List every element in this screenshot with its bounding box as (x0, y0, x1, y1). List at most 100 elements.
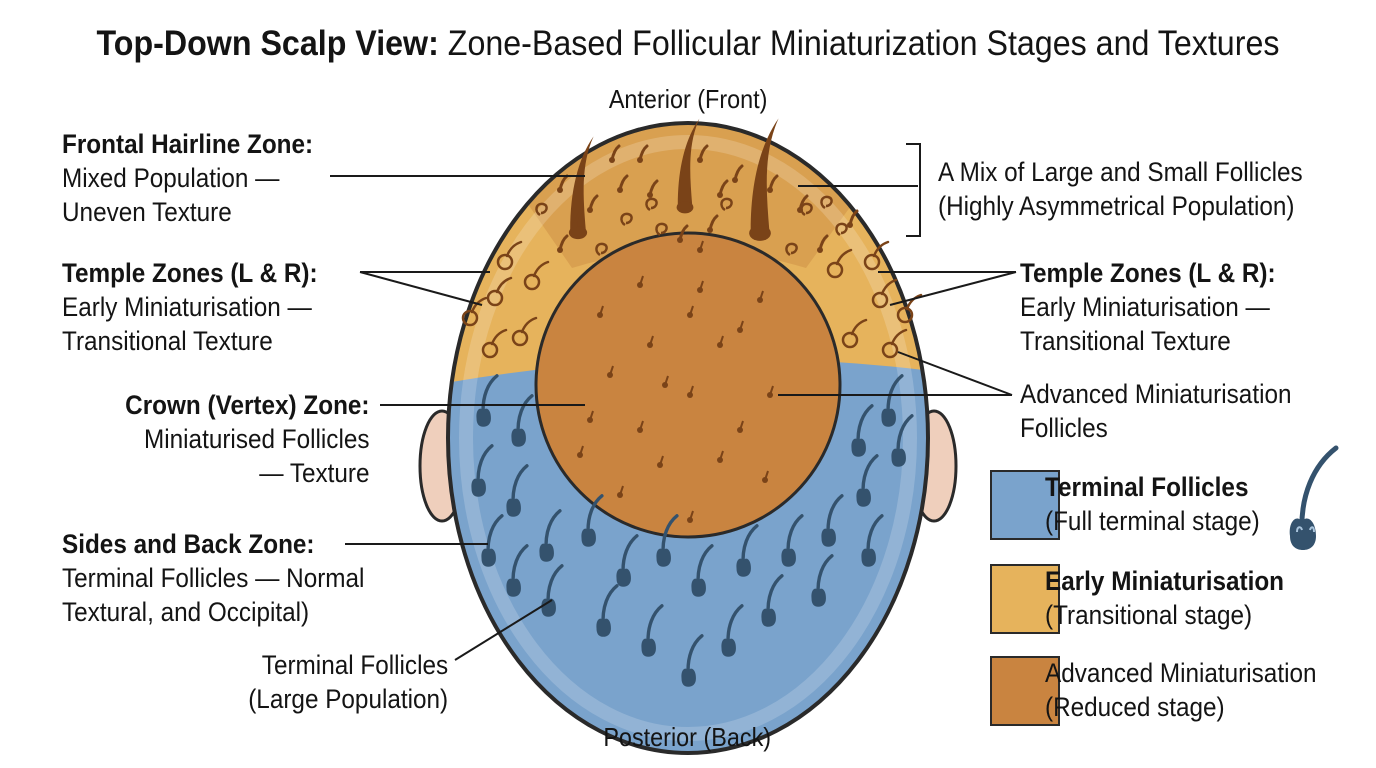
frontal-zone-label: Frontal Hairline Zone: Mixed Population … (62, 127, 313, 229)
terminal-follicles (471, 374, 914, 687)
terminal-follicle (781, 514, 804, 567)
legend-terminal-name: Terminal Follicles (1045, 472, 1249, 502)
legend-item-terminal: Terminal Follicles (Full terminal stage) (1045, 470, 1260, 538)
terminal-follicle (861, 514, 884, 567)
terminal-large-label: Terminal Follicles (Large Population) (248, 648, 448, 716)
terminal-large-leader (454, 599, 553, 661)
crown-zone-line1: Miniaturised Follicles (144, 424, 370, 454)
frontal-tiny-hair (557, 234, 569, 253)
advanced-follicle (717, 450, 724, 463)
terminal-large-line1: Terminal Follicles (261, 650, 448, 680)
frontal-tiny-hair (797, 194, 809, 213)
frontal-zone-line2: Uneven Texture (62, 197, 232, 227)
advanced-follicle (607, 365, 614, 378)
frontal-large-hair (749, 118, 779, 241)
legend-early-desc: (Transitional stage) (1045, 600, 1253, 630)
frontal-large-hair (568, 136, 594, 240)
terminal-follicle (616, 534, 639, 587)
terminal-follicle (811, 554, 834, 607)
terminal-follicle (656, 514, 679, 567)
anterior-label: Anterior (Front) (608, 84, 768, 114)
crown-zone-label: Crown (Vertex) Zone: Miniaturised Follic… (126, 388, 370, 490)
frontal-tiny-hair (647, 179, 659, 198)
terminal-follicle (881, 374, 904, 427)
temple-left-label: Temple Zones (L & R): Early Miniaturisat… (62, 256, 318, 358)
temple-left-leader-2 (359, 271, 483, 306)
terminal-follicle (511, 394, 534, 447)
sides-back-line2: Textural, and Occipital) (62, 597, 310, 627)
advanced-note-label: Advanced Miniaturisation Follicles (1020, 377, 1292, 445)
frontal-tiny-hair (697, 144, 709, 163)
terminal-follicle (506, 544, 529, 597)
crown-zone (534, 231, 842, 539)
frontal-tiny-hair (609, 144, 621, 163)
advanced-follicle (737, 420, 744, 433)
frontal-small-hair (535, 202, 548, 217)
legend-swatch-advanced (990, 656, 1060, 726)
frontal-tiny-hair (617, 174, 629, 193)
advanced-note-line2: Follicles (1020, 413, 1108, 443)
legend-early-name: Early Miniaturisation (1045, 566, 1285, 596)
terminal-follicle (736, 524, 759, 577)
advanced-follicle (697, 280, 704, 293)
diagram-title: Top-Down Scalp View: Zone-Based Follicul… (55, 24, 1321, 64)
terminal-follicle (471, 444, 494, 497)
terminal-follicle (891, 414, 914, 467)
terminal-follicle (761, 574, 784, 627)
crown-follicles (577, 240, 774, 523)
terminal-follicle (476, 374, 499, 427)
advanced-follicle (597, 305, 604, 318)
temple-right-heading: Temple Zones (L & R): (1020, 258, 1276, 288)
frontal-tiny-hair (847, 209, 859, 228)
frontal-small-hair (720, 197, 733, 212)
advanced-follicle (757, 290, 764, 303)
title-bold: Top-Down Scalp View: (96, 24, 439, 63)
frontal-small-hair (820, 195, 833, 210)
mix-note-label: A Mix of Large and Small Follicles (High… (938, 155, 1303, 223)
frontal-zone-line1: Mixed Population — (62, 163, 280, 193)
terminal-follicle (581, 494, 604, 547)
temple-follicles (461, 240, 923, 359)
legend-advanced-name: Advanced Miniaturisation (1045, 658, 1317, 688)
advanced-follicle (657, 455, 664, 468)
temple-right-line1: Early Miniaturisation — (1020, 292, 1270, 322)
legend-terminal-desc: (Full terminal stage) (1045, 506, 1260, 536)
frontal-tiny-hair (717, 179, 729, 198)
advanced-follicle (697, 240, 704, 253)
temple-left-line1: Early Miniaturisation — (62, 292, 312, 322)
terminal-follicle-icon (1289, 445, 1339, 550)
frontal-tiny-hair (587, 194, 599, 213)
advanced-follicle (687, 510, 694, 523)
early-follicle (871, 278, 898, 309)
advanced-follicle (762, 470, 769, 483)
legend-swatch-terminal (990, 470, 1060, 540)
terminal-follicle (596, 584, 619, 637)
crown-zone-heading: Crown (Vertex) Zone: (125, 390, 370, 420)
advanced-follicle (647, 335, 654, 348)
frontal-tiny-hair (732, 164, 744, 183)
temple-right-leader-2 (889, 271, 1017, 306)
temple-left-heading: Temple Zones (L & R): (62, 258, 318, 288)
head-outline (446, 121, 930, 755)
terminal-follicle (721, 604, 744, 657)
advanced-follicle (687, 385, 694, 398)
sides-back-heading: Sides and Back Zone: (62, 529, 315, 559)
terminal-follicle (851, 404, 874, 457)
temple-left-line2: Transitional Texture (62, 326, 273, 356)
mix-note-line2: (Highly Asymmetrical Population) (938, 191, 1295, 221)
terminal-follicle (481, 514, 504, 567)
frontal-follicles (535, 118, 859, 257)
frontal-small-hair (655, 222, 668, 237)
sides-back-line1: Terminal Follicles — Normal (62, 563, 365, 593)
advanced-follicle (767, 385, 774, 398)
mix-note-line1: A Mix of Large and Small Follicles (938, 157, 1303, 187)
frontal-tiny-hair (707, 214, 719, 233)
early-follicle (523, 260, 550, 291)
advanced-follicle (662, 375, 669, 388)
temple-right-line2: Transitional Texture (1020, 326, 1231, 356)
terminal-follicle (691, 544, 714, 597)
frontal-small-hair (785, 242, 798, 257)
frontal-small-hair (620, 212, 633, 227)
frontal-tiny-hair (817, 234, 829, 253)
